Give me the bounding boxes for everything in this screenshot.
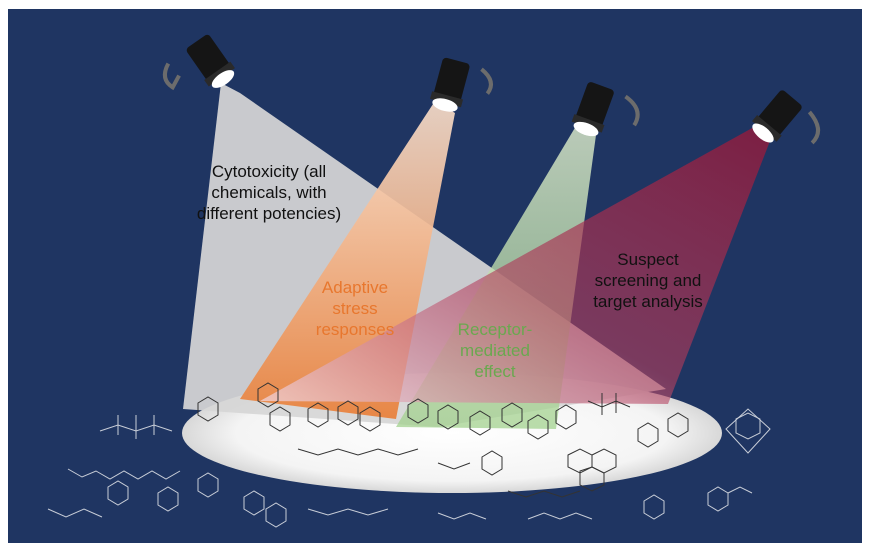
suspect-screening-label: Suspect screening and target analysis	[593, 250, 703, 311]
adaptive-stress-label: Adaptive stress responses	[315, 278, 395, 339]
diagram-canvas: Cytotoxicity (all chemicals, with differ…	[8, 9, 862, 543]
chemical-structures-dark	[47, 408, 771, 528]
spotlight-icon	[162, 34, 235, 91]
chemical-structures-lit	[197, 382, 689, 498]
spotlight-icon	[752, 90, 821, 145]
spotlight-scene	[47, 34, 821, 528]
spotlight-icon	[571, 82, 640, 137]
receptor-mediated-label: Receptor-mediated effect	[457, 320, 533, 381]
suspect-beam	[260, 127, 770, 404]
cytotoxicity-label: Cytotoxicity (all chemicals, with differ…	[196, 162, 342, 223]
spotlight-icon	[430, 57, 493, 112]
